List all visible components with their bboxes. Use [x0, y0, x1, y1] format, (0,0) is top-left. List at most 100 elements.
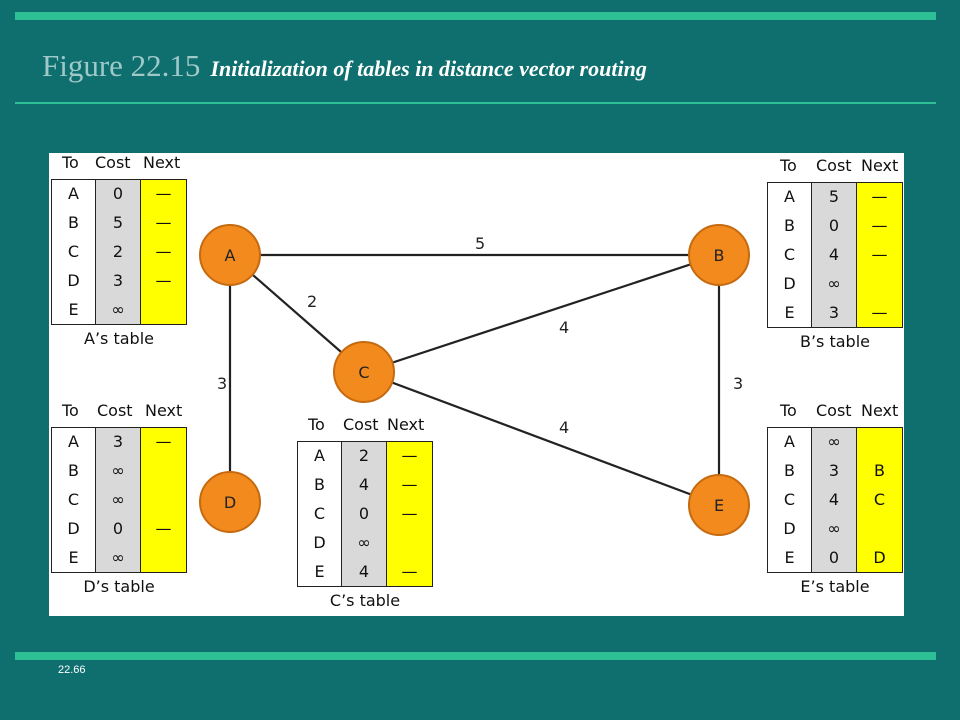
edge-c-e — [363, 370, 720, 507]
cost-cell: 2 — [358, 446, 370, 466]
cost-cell: 4 — [358, 561, 370, 581]
cost-cell: 3 — [828, 302, 840, 322]
cost-cell: ∞ — [111, 489, 125, 509]
header-cost: Cost — [95, 153, 131, 172]
to-cell: C — [783, 489, 796, 509]
cost-cell: 0 — [358, 503, 370, 523]
header-next: Next — [861, 156, 899, 175]
table-caption: B’s table — [799, 332, 870, 351]
edge-cost-label: 3 — [733, 374, 743, 393]
edge-cost-label: 5 — [475, 234, 485, 253]
cost-cell: 0 — [112, 518, 124, 538]
to-cell: D — [783, 518, 796, 538]
cost-cell: 3 — [828, 461, 840, 481]
cost-cell: 0 — [112, 184, 124, 204]
next-cell: — — [401, 503, 418, 523]
to-cell: D — [67, 518, 80, 538]
cost-cell: 4 — [358, 475, 370, 495]
router-node-b — [688, 224, 750, 286]
router-node-label: A — [225, 246, 236, 265]
cost-cell: 2 — [112, 241, 124, 261]
to-cell: E — [314, 561, 325, 581]
next-cell: — — [401, 475, 418, 495]
to-cell: C — [67, 489, 80, 509]
header-next: Next — [145, 401, 183, 420]
next-cell: — — [155, 213, 172, 233]
header-to: To — [780, 156, 797, 175]
title-rule — [15, 102, 936, 104]
cost-cell: 4 — [828, 489, 840, 509]
next-cell: — — [155, 518, 172, 538]
cost-cell: 5 — [828, 187, 840, 207]
header-cost: Cost — [97, 401, 133, 420]
header-to: To — [308, 415, 325, 434]
router-node-label: B — [714, 246, 725, 265]
next-cell: — — [155, 432, 172, 452]
cost-cell: ∞ — [357, 532, 371, 552]
next-cell: — — [871, 244, 888, 264]
table-caption: D’s table — [83, 577, 155, 596]
router-node-a — [199, 224, 261, 286]
header-to: To — [780, 401, 797, 420]
header-cost: Cost — [343, 415, 379, 434]
to-cell: A — [314, 446, 325, 466]
to-cell: C — [67, 241, 80, 261]
router-node-label: E — [714, 496, 724, 515]
edge-cost-label: 2 — [307, 292, 317, 311]
edge-cost-label: 4 — [559, 318, 569, 337]
next-cell: — — [155, 184, 172, 204]
edge-cost-label: 3 — [217, 374, 227, 393]
header-to: To — [62, 153, 79, 172]
bottom-accent-bar — [15, 652, 936, 660]
figure-subtitle: Initialization of tables in distance vec… — [210, 56, 647, 81]
cost-cell: ∞ — [111, 547, 125, 567]
to-cell: B — [784, 461, 795, 481]
cost-column: ∞ 3 4 ∞ 0 — [812, 428, 857, 572]
next-cell: B — [874, 461, 885, 481]
next-column: ———— — [141, 180, 186, 324]
table-caption: E’s table — [800, 577, 870, 596]
cost-cell: ∞ — [111, 461, 125, 481]
to-cell: C — [783, 244, 796, 264]
figure-label: Figure 22.15 — [42, 48, 201, 83]
to-cell: E — [784, 547, 795, 567]
header-cost: Cost — [816, 401, 852, 420]
router-node-label: C — [358, 363, 369, 382]
cost-cell: ∞ — [827, 518, 841, 538]
to-cell: B — [314, 475, 325, 495]
cost-cell: 0 — [828, 547, 840, 567]
header-next: Next — [143, 153, 181, 172]
to-cell: A — [68, 184, 79, 204]
cost-cell: 3 — [112, 432, 124, 452]
edge-c-b — [363, 253, 720, 374]
slide-number: 22.66 — [58, 664, 86, 676]
to-cell: D — [783, 273, 796, 293]
cost-cell: 5 — [112, 213, 124, 233]
cost-cell: ∞ — [827, 273, 841, 293]
slide-title: Figure 22.15 Initialization of tables in… — [42, 48, 647, 84]
next-cell: — — [401, 446, 418, 466]
cost-cell: 0 — [828, 216, 840, 236]
cost-cell: 3 — [112, 270, 124, 290]
next-cell: C — [873, 489, 886, 509]
next-column: —— — [141, 428, 186, 572]
cost-cell: ∞ — [827, 432, 841, 452]
header-next: Next — [861, 401, 899, 420]
router-node-d — [199, 471, 261, 533]
to-cell: A — [784, 187, 795, 207]
table-caption: C’s table — [329, 591, 401, 610]
